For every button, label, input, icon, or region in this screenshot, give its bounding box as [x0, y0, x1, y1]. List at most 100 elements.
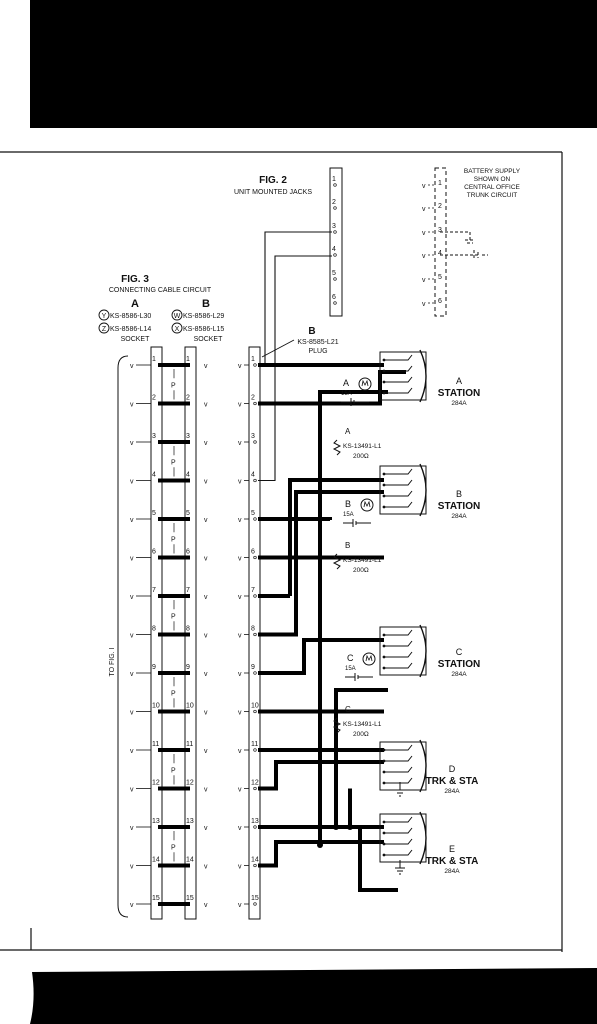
plug-code: KS-8585-L21	[297, 339, 338, 346]
plug-label: PLUG	[308, 348, 327, 355]
plug-contact-10	[253, 709, 257, 714]
wire-14	[258, 840, 384, 868]
plug-tick-3: v	[238, 440, 242, 447]
jack-spring	[384, 838, 413, 845]
fig2-jack-5: 5	[332, 270, 336, 277]
jack-c	[379, 624, 427, 678]
socket-b-num-8: 8	[186, 626, 190, 633]
jack-spring	[384, 365, 413, 372]
w-marker-letter: W	[174, 313, 181, 320]
plug-tick-13: v	[238, 825, 242, 832]
jack-terminal	[382, 505, 386, 509]
socket-b-num-4: 4	[186, 472, 190, 479]
cable-w: KS-8586-L29	[183, 313, 224, 320]
mid-tick-12: v	[204, 787, 208, 794]
wire-a-ret	[318, 390, 388, 845]
fig2-jack-6: 6	[332, 294, 336, 301]
resistor-code: KS-13491-L1	[343, 721, 382, 728]
plug-num-4: 4	[251, 472, 255, 479]
station-letter: D	[449, 764, 456, 774]
plug-num-5: 5	[251, 510, 255, 517]
battery-icon	[341, 398, 369, 406]
station-code: 284A	[444, 868, 460, 875]
left-tick-11: v	[130, 748, 134, 755]
left-tick-1: v	[130, 363, 134, 370]
mid-tick-7: v	[204, 594, 208, 601]
lamp-code: 15A	[345, 666, 356, 672]
resistor-icon	[332, 439, 342, 456]
lamp-icon	[362, 652, 376, 666]
plug-num-6: 6	[251, 549, 255, 556]
socket-b-num-6: 6	[186, 549, 190, 556]
fig3-col-b: B	[202, 298, 210, 310]
plug-contact-2	[253, 401, 257, 406]
plug-contact-1	[253, 363, 257, 367]
socket-a-num-14: 14	[152, 857, 160, 864]
stations: A15AB15AC15AAKS-13491-L1200ΩBKS-13491-L1…	[332, 349, 480, 875]
mid-tick-2: v	[204, 402, 208, 409]
x-marker	[171, 322, 183, 334]
mid-tick-11: v	[204, 748, 208, 755]
plug-tick-12: v	[238, 787, 242, 794]
jack-terminal	[382, 820, 386, 824]
jack-terminal	[382, 369, 386, 373]
socket-a-num-8: 8	[152, 626, 156, 633]
jack-terminal	[382, 831, 386, 835]
mid-tick-6: v	[204, 556, 208, 563]
socket-a-num-7: 7	[152, 587, 156, 594]
battery-jack-6: 6	[438, 298, 442, 305]
station-letter: B	[456, 489, 462, 499]
jack-spring	[384, 849, 413, 856]
pair-label: P	[171, 382, 176, 389]
lamp-letter: B	[345, 499, 351, 509]
jack-terminal	[382, 644, 386, 648]
jack-e	[379, 811, 427, 865]
jack-terminal	[382, 633, 386, 637]
plug-contact-15	[253, 902, 257, 906]
station-name: STATION	[438, 388, 480, 399]
jack-terminal	[382, 494, 386, 498]
battery-icon	[345, 673, 373, 681]
plug-contact-13	[253, 825, 257, 829]
plug-letter: B	[308, 326, 315, 337]
battery-jack-tick: v	[422, 206, 426, 213]
socket-b-num-13: 13	[186, 818, 194, 825]
resistor-letter: B	[345, 541, 350, 550]
x-marker-letter: X	[175, 326, 180, 333]
jack-spring	[384, 777, 413, 784]
station-name: STATION	[438, 501, 480, 512]
plug-tick-8: v	[238, 633, 242, 640]
jack-terminal	[382, 655, 386, 659]
battery-line1: BATTERY SUPPLY	[464, 168, 521, 175]
resistor-code: KS-13491-L1	[343, 557, 382, 564]
station-code: 284A	[444, 788, 460, 795]
jack-terminal	[382, 391, 386, 395]
fig2-wire-4	[258, 255, 332, 482]
station-name: TRK & STA	[426, 856, 479, 867]
socket-a-num-15: 15	[152, 895, 160, 902]
plug-tick-9: v	[238, 671, 242, 678]
socket-a-num-2: 2	[152, 395, 156, 402]
plug-tick-5: v	[238, 517, 242, 524]
lamp-icon	[360, 498, 374, 512]
jack-terminal	[382, 380, 386, 384]
battery-line3: CENTRAL OFFICE	[464, 184, 520, 191]
wire-7	[288, 478, 384, 596]
pair-label: P	[171, 844, 176, 851]
jack-sleeve	[419, 739, 427, 793]
battery-jack-tick: v	[422, 301, 426, 308]
fig2-jack-contact	[333, 183, 337, 187]
fig2-jack-4: 4	[332, 246, 336, 253]
left-tick-13: v	[130, 825, 134, 832]
bottom-black-band	[30, 968, 597, 1024]
plug-tick-1: v	[238, 363, 242, 370]
plug-contact-6	[253, 555, 257, 560]
socket-b-num-1: 1	[186, 356, 190, 363]
lamp-filament	[363, 500, 371, 508]
jack-spring	[384, 651, 413, 658]
station-letter: C	[456, 647, 463, 657]
jack-terminal	[382, 472, 386, 476]
plug-leader	[261, 339, 295, 358]
